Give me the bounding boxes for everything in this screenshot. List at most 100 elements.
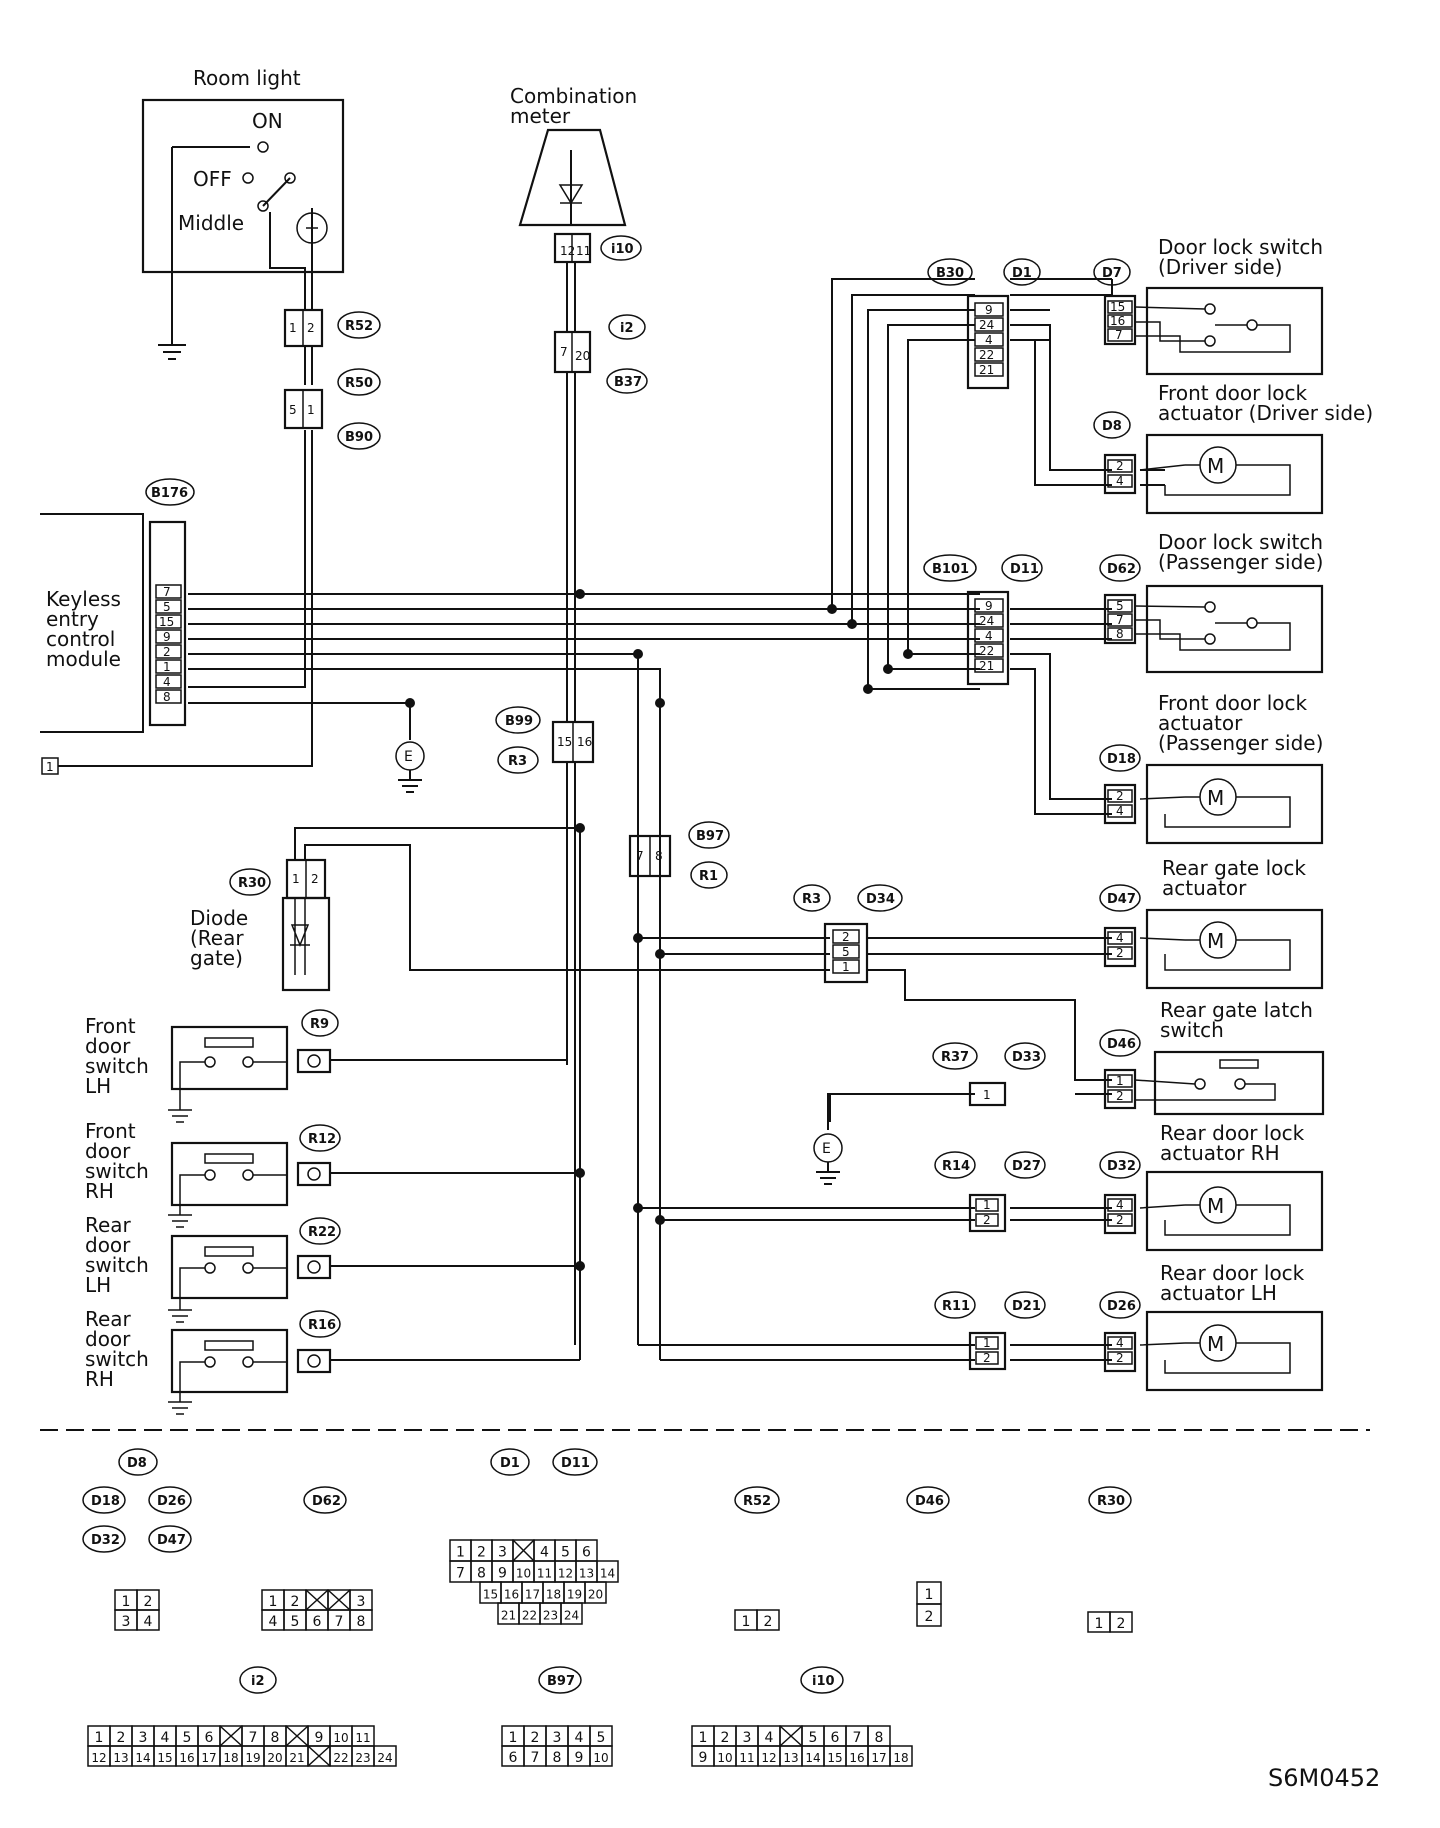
svg-text:5: 5 (842, 945, 850, 959)
connector-r52: 1 2 R52 (283, 308, 381, 348)
svg-text:2: 2 (1116, 946, 1124, 960)
face-g-pin-label: 4 (161, 1730, 170, 1746)
svg-text:16: 16 (577, 735, 592, 749)
room-light-on: ON (252, 109, 283, 133)
svg-text:4: 4 (985, 333, 993, 347)
svg-text:M: M (1207, 929, 1224, 953)
face-d-pin-label: 1 (742, 1614, 751, 1630)
face-i-pin-label: 18 (893, 1751, 908, 1765)
face-c-pin (560, 1602, 583, 1625)
svg-text:Front door lock: Front door lock (1158, 381, 1307, 405)
svg-text:D46: D46 (915, 1494, 944, 1509)
svg-text:1: 1 (983, 1336, 991, 1350)
face-e-pin-label: 2 (925, 1609, 934, 1625)
room-light-title: Room light (193, 66, 301, 90)
svg-text:11: 11 (576, 244, 591, 258)
connector-b101-d11: B101 D11 9 24 4 22 21 (923, 554, 1043, 686)
face-h-pin-label: 9 (575, 1750, 584, 1766)
svg-text:(Rear: (Rear (190, 926, 244, 950)
svg-text:5: 5 (289, 403, 297, 417)
svg-text:21: 21 (979, 659, 994, 673)
svg-text:D32: D32 (91, 1533, 120, 1548)
face-g-pin-label: 5 (183, 1730, 192, 1746)
svg-text:Front door lock: Front door lock (1158, 691, 1307, 715)
svg-text:7: 7 (560, 345, 568, 359)
face-a-pin-label: 2 (144, 1594, 153, 1610)
svg-text:2: 2 (1116, 1351, 1124, 1365)
battery-reference: 1 (41, 757, 59, 775)
face-g-pin-label: 16 (179, 1751, 194, 1765)
svg-text:Rear door lock: Rear door lock (1160, 1121, 1305, 1145)
face-c-pin-label: 23 (543, 1609, 558, 1623)
svg-text:actuator: actuator (1158, 711, 1243, 735)
svg-text:R50: R50 (345, 376, 373, 391)
face-c-pin-label: 18 (546, 1588, 561, 1602)
svg-text:D11: D11 (1010, 562, 1039, 577)
svg-text:B37: B37 (614, 375, 642, 390)
rear-door-switch-lh: Rear door switch LH R22 (85, 1213, 341, 1323)
face-g-pin-label: 9 (315, 1730, 324, 1746)
svg-text:D32: D32 (1107, 1159, 1136, 1174)
combination-meter: Combination meter (510, 84, 637, 227)
svg-text:R14: R14 (942, 1159, 970, 1174)
svg-text:B97: B97 (547, 1674, 575, 1689)
svg-text:4: 4 (1116, 474, 1124, 488)
face-i-pin-label: 13 (783, 1751, 798, 1765)
face-g-pin-label: 21 (289, 1751, 304, 1765)
face-b-pin-label: 6 (313, 1614, 322, 1630)
svg-text:(Passenger side): (Passenger side) (1158, 550, 1323, 574)
keyless-entry-control-module: B176 Keyless entry control module 7 5 15… (40, 478, 195, 733)
face-b-pin-label: 5 (291, 1614, 300, 1630)
face-i-pin-label: 3 (743, 1730, 752, 1746)
svg-text:1: 1 (289, 321, 297, 335)
contact-on (257, 141, 269, 153)
meter-diode-icon (558, 184, 584, 205)
face-i-pin-label: 10 (717, 1751, 732, 1765)
svg-text:4: 4 (1116, 1336, 1124, 1350)
rear-door-switch-rh: Rear door switch RH R16 (85, 1307, 341, 1415)
svg-text:16: 16 (1110, 314, 1125, 328)
svg-text:1: 1 (1116, 1074, 1124, 1088)
face-i-pin-label: 4 (765, 1730, 774, 1746)
connector-b99-r3: B99 R3 15 16 (495, 706, 595, 774)
face-b-pin-label: 7 (335, 1614, 344, 1630)
face-i-pin-label: 16 (849, 1751, 864, 1765)
face-a-pin-label: 4 (144, 1614, 153, 1630)
svg-text:B30: B30 (936, 266, 964, 281)
svg-text:D11: D11 (561, 1456, 590, 1471)
svg-text:2: 2 (1116, 459, 1124, 473)
svg-text:1: 1 (983, 1198, 991, 1212)
svg-text:R3: R3 (802, 892, 821, 907)
svg-text:9: 9 (163, 630, 171, 644)
svg-text:2: 2 (163, 645, 171, 659)
svg-text:(Driver side): (Driver side) (1158, 255, 1282, 279)
svg-text:i10: i10 (611, 242, 634, 257)
face-e-pin-label: 1 (925, 1587, 934, 1603)
svg-text:M: M (1207, 1332, 1224, 1356)
svg-text:5: 5 (1116, 599, 1124, 613)
face-a-pin (136, 1609, 160, 1631)
face-b-pin-label: 8 (357, 1614, 366, 1630)
svg-text:R52: R52 (743, 1494, 771, 1509)
svg-text:R37: R37 (941, 1050, 969, 1065)
front-door-switch-rh: Front door switch RH R12 (85, 1119, 341, 1228)
svg-text:i10: i10 (812, 1674, 835, 1689)
svg-text:door: door (85, 1034, 131, 1058)
face-c-pin-label: 17 (525, 1588, 540, 1602)
svg-text:2: 2 (983, 1351, 991, 1365)
svg-text:9: 9 (985, 303, 993, 317)
svg-text:actuator RH: actuator RH (1160, 1141, 1280, 1165)
face-c-pin-label: 15 (483, 1588, 498, 1602)
svg-text:D33: D33 (1012, 1050, 1041, 1065)
face-h-pin-label: 10 (593, 1751, 608, 1765)
ground-e-module: E (395, 741, 425, 793)
svg-text:2: 2 (1116, 1089, 1124, 1103)
svg-text:4: 4 (1116, 804, 1124, 818)
svg-text:5: 5 (163, 600, 171, 614)
svg-text:RH: RH (85, 1179, 114, 1203)
svg-text:22: 22 (979, 348, 994, 362)
svg-text:switch: switch (1160, 1018, 1224, 1042)
lamp-icon (296, 212, 328, 244)
svg-text:Door lock switch: Door lock switch (1158, 235, 1323, 259)
svg-text:D27: D27 (1012, 1159, 1041, 1174)
